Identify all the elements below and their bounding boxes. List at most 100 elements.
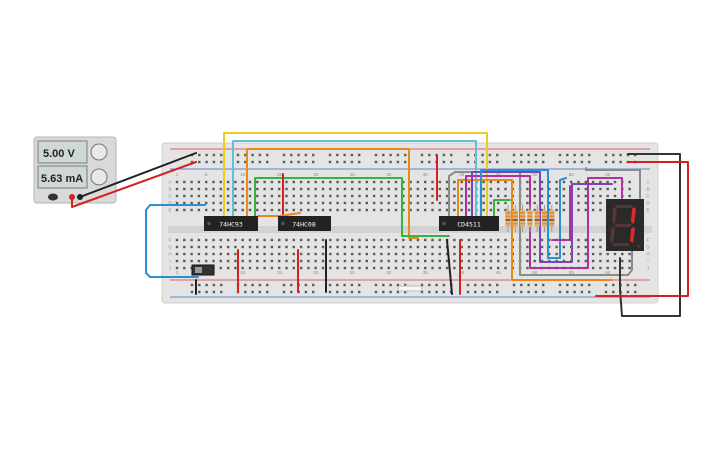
breadboard-hole[interactable] <box>307 180 310 184</box>
breadboard-hole[interactable] <box>226 252 230 256</box>
breadboard-hole[interactable] <box>387 245 390 249</box>
breadboard-hole[interactable] <box>466 283 470 287</box>
breadboard-hole[interactable] <box>467 259 471 263</box>
current-knob[interactable] <box>90 168 108 186</box>
breadboard-hole[interactable] <box>236 160 240 164</box>
breadboard-hole[interactable] <box>226 180 230 184</box>
breadboard-hole[interactable] <box>482 252 485 256</box>
breadboard-hole[interactable] <box>343 238 347 242</box>
breadboard-hole[interactable] <box>329 201 332 205</box>
breadboard-hole[interactable] <box>380 187 383 191</box>
breadboard-hole[interactable] <box>512 290 516 294</box>
breadboard-hole[interactable] <box>542 283 545 287</box>
chip-cd4511[interactable]: CD4511 <box>439 216 499 231</box>
breadboard-hole[interactable] <box>234 187 237 191</box>
breadboard-hole[interactable] <box>577 194 580 198</box>
breadboard-hole[interactable] <box>628 187 631 191</box>
breadboard-hole[interactable] <box>504 245 507 249</box>
breadboard-hole[interactable] <box>489 208 493 212</box>
breadboard-hole[interactable] <box>402 245 405 249</box>
breadboard-hole[interactable] <box>555 180 558 184</box>
breadboard-hole[interactable] <box>380 259 383 263</box>
breadboard-hole[interactable] <box>278 201 281 205</box>
breadboard-hole[interactable] <box>570 180 573 184</box>
breadboard-hole[interactable] <box>438 252 441 256</box>
breadboard-hole[interactable] <box>226 208 230 212</box>
breadboard-hole[interactable] <box>591 259 595 263</box>
breadboard-hole[interactable] <box>248 208 252 212</box>
breadboard-hole[interactable] <box>475 238 478 242</box>
breadboard-hole[interactable] <box>183 252 186 256</box>
breadboard-hole[interactable] <box>453 187 456 191</box>
breadboard-hole[interactable] <box>263 208 266 212</box>
breadboard-hole[interactable] <box>460 259 463 263</box>
breadboard-hole[interactable] <box>380 238 383 242</box>
breadboard-hole[interactable] <box>343 283 346 287</box>
breadboard-hole[interactable] <box>256 180 259 184</box>
breadboard-hole[interactable] <box>365 180 368 184</box>
breadboard-hole[interactable] <box>435 283 438 287</box>
breadboard-hole[interactable] <box>292 259 295 263</box>
breadboard-hole[interactable] <box>278 187 281 191</box>
breadboard-hole[interactable] <box>321 180 325 184</box>
breadboard-hole[interactable] <box>205 283 208 287</box>
breadboard-hole[interactable] <box>604 283 608 287</box>
breadboard-hole[interactable] <box>220 290 223 294</box>
breadboard-hole[interactable] <box>577 201 580 205</box>
breadboard-hole[interactable] <box>497 194 500 198</box>
breadboard-hole[interactable] <box>512 283 516 287</box>
breadboard-hole[interactable] <box>372 187 376 191</box>
breadboard-hole[interactable] <box>292 252 295 256</box>
breadboard-hole[interactable] <box>205 252 208 256</box>
breadboard-hole[interactable] <box>312 153 315 157</box>
breadboard-hole[interactable] <box>205 153 208 157</box>
breadboard-hole[interactable] <box>481 290 484 294</box>
breadboard-hole[interactable] <box>263 238 266 242</box>
breadboard-hole[interactable] <box>236 153 240 157</box>
breadboard-hole[interactable] <box>526 245 529 249</box>
breadboard-hole[interactable] <box>599 266 602 270</box>
breadboard-hole[interactable] <box>263 180 266 184</box>
breadboard-hole[interactable] <box>606 187 609 191</box>
breadboard-hole[interactable] <box>380 180 383 184</box>
breadboard-hole[interactable] <box>372 252 376 256</box>
breadboard-hole[interactable] <box>577 187 580 191</box>
breadboard-hole[interactable] <box>591 194 595 198</box>
breadboard-hole[interactable] <box>445 266 449 270</box>
breadboard-hole[interactable] <box>482 201 485 205</box>
breadboard-hole[interactable] <box>351 252 354 256</box>
breadboard-hole[interactable] <box>314 266 317 270</box>
breadboard-hole[interactable] <box>290 283 293 287</box>
breadboard-hole[interactable] <box>219 252 222 256</box>
breadboard-hole[interactable] <box>234 245 237 249</box>
breadboard-hole[interactable] <box>453 180 456 184</box>
breadboard-hole[interactable] <box>175 194 179 198</box>
breadboard-hole[interactable] <box>285 252 288 256</box>
breadboard-hole[interactable] <box>372 266 376 270</box>
breadboard-hole[interactable] <box>380 252 383 256</box>
breadboard-hole[interactable] <box>394 252 398 256</box>
breadboard-hole[interactable] <box>282 153 286 157</box>
wire-black-gnd-2[interactable] <box>446 239 453 295</box>
breadboard-hole[interactable] <box>336 245 339 249</box>
breadboard-hole[interactable] <box>175 238 179 242</box>
breadboard-hole[interactable] <box>435 290 438 294</box>
breadboard-hole[interactable] <box>496 153 499 157</box>
breadboard-hole[interactable] <box>299 194 303 198</box>
breadboard-hole[interactable] <box>365 252 368 256</box>
breadboard-hole[interactable] <box>540 194 544 198</box>
breadboard-hole[interactable] <box>387 201 390 205</box>
breadboard-hole[interactable] <box>438 238 441 242</box>
breadboard-hole[interactable] <box>445 180 449 184</box>
breadboard-hole[interactable] <box>591 180 595 184</box>
breadboard-hole[interactable] <box>328 153 332 157</box>
breadboard-hole[interactable] <box>266 283 269 287</box>
breadboard-hole[interactable] <box>387 259 390 263</box>
breadboard-hole[interactable] <box>241 252 244 256</box>
breadboard-hole[interactable] <box>382 153 385 157</box>
wire-blue-2[interactable] <box>480 169 567 259</box>
breadboard-hole[interactable] <box>248 194 252 198</box>
breadboard-hole[interactable] <box>285 208 288 212</box>
breadboard-hole[interactable] <box>270 266 274 270</box>
breadboard-hole[interactable] <box>409 238 412 242</box>
